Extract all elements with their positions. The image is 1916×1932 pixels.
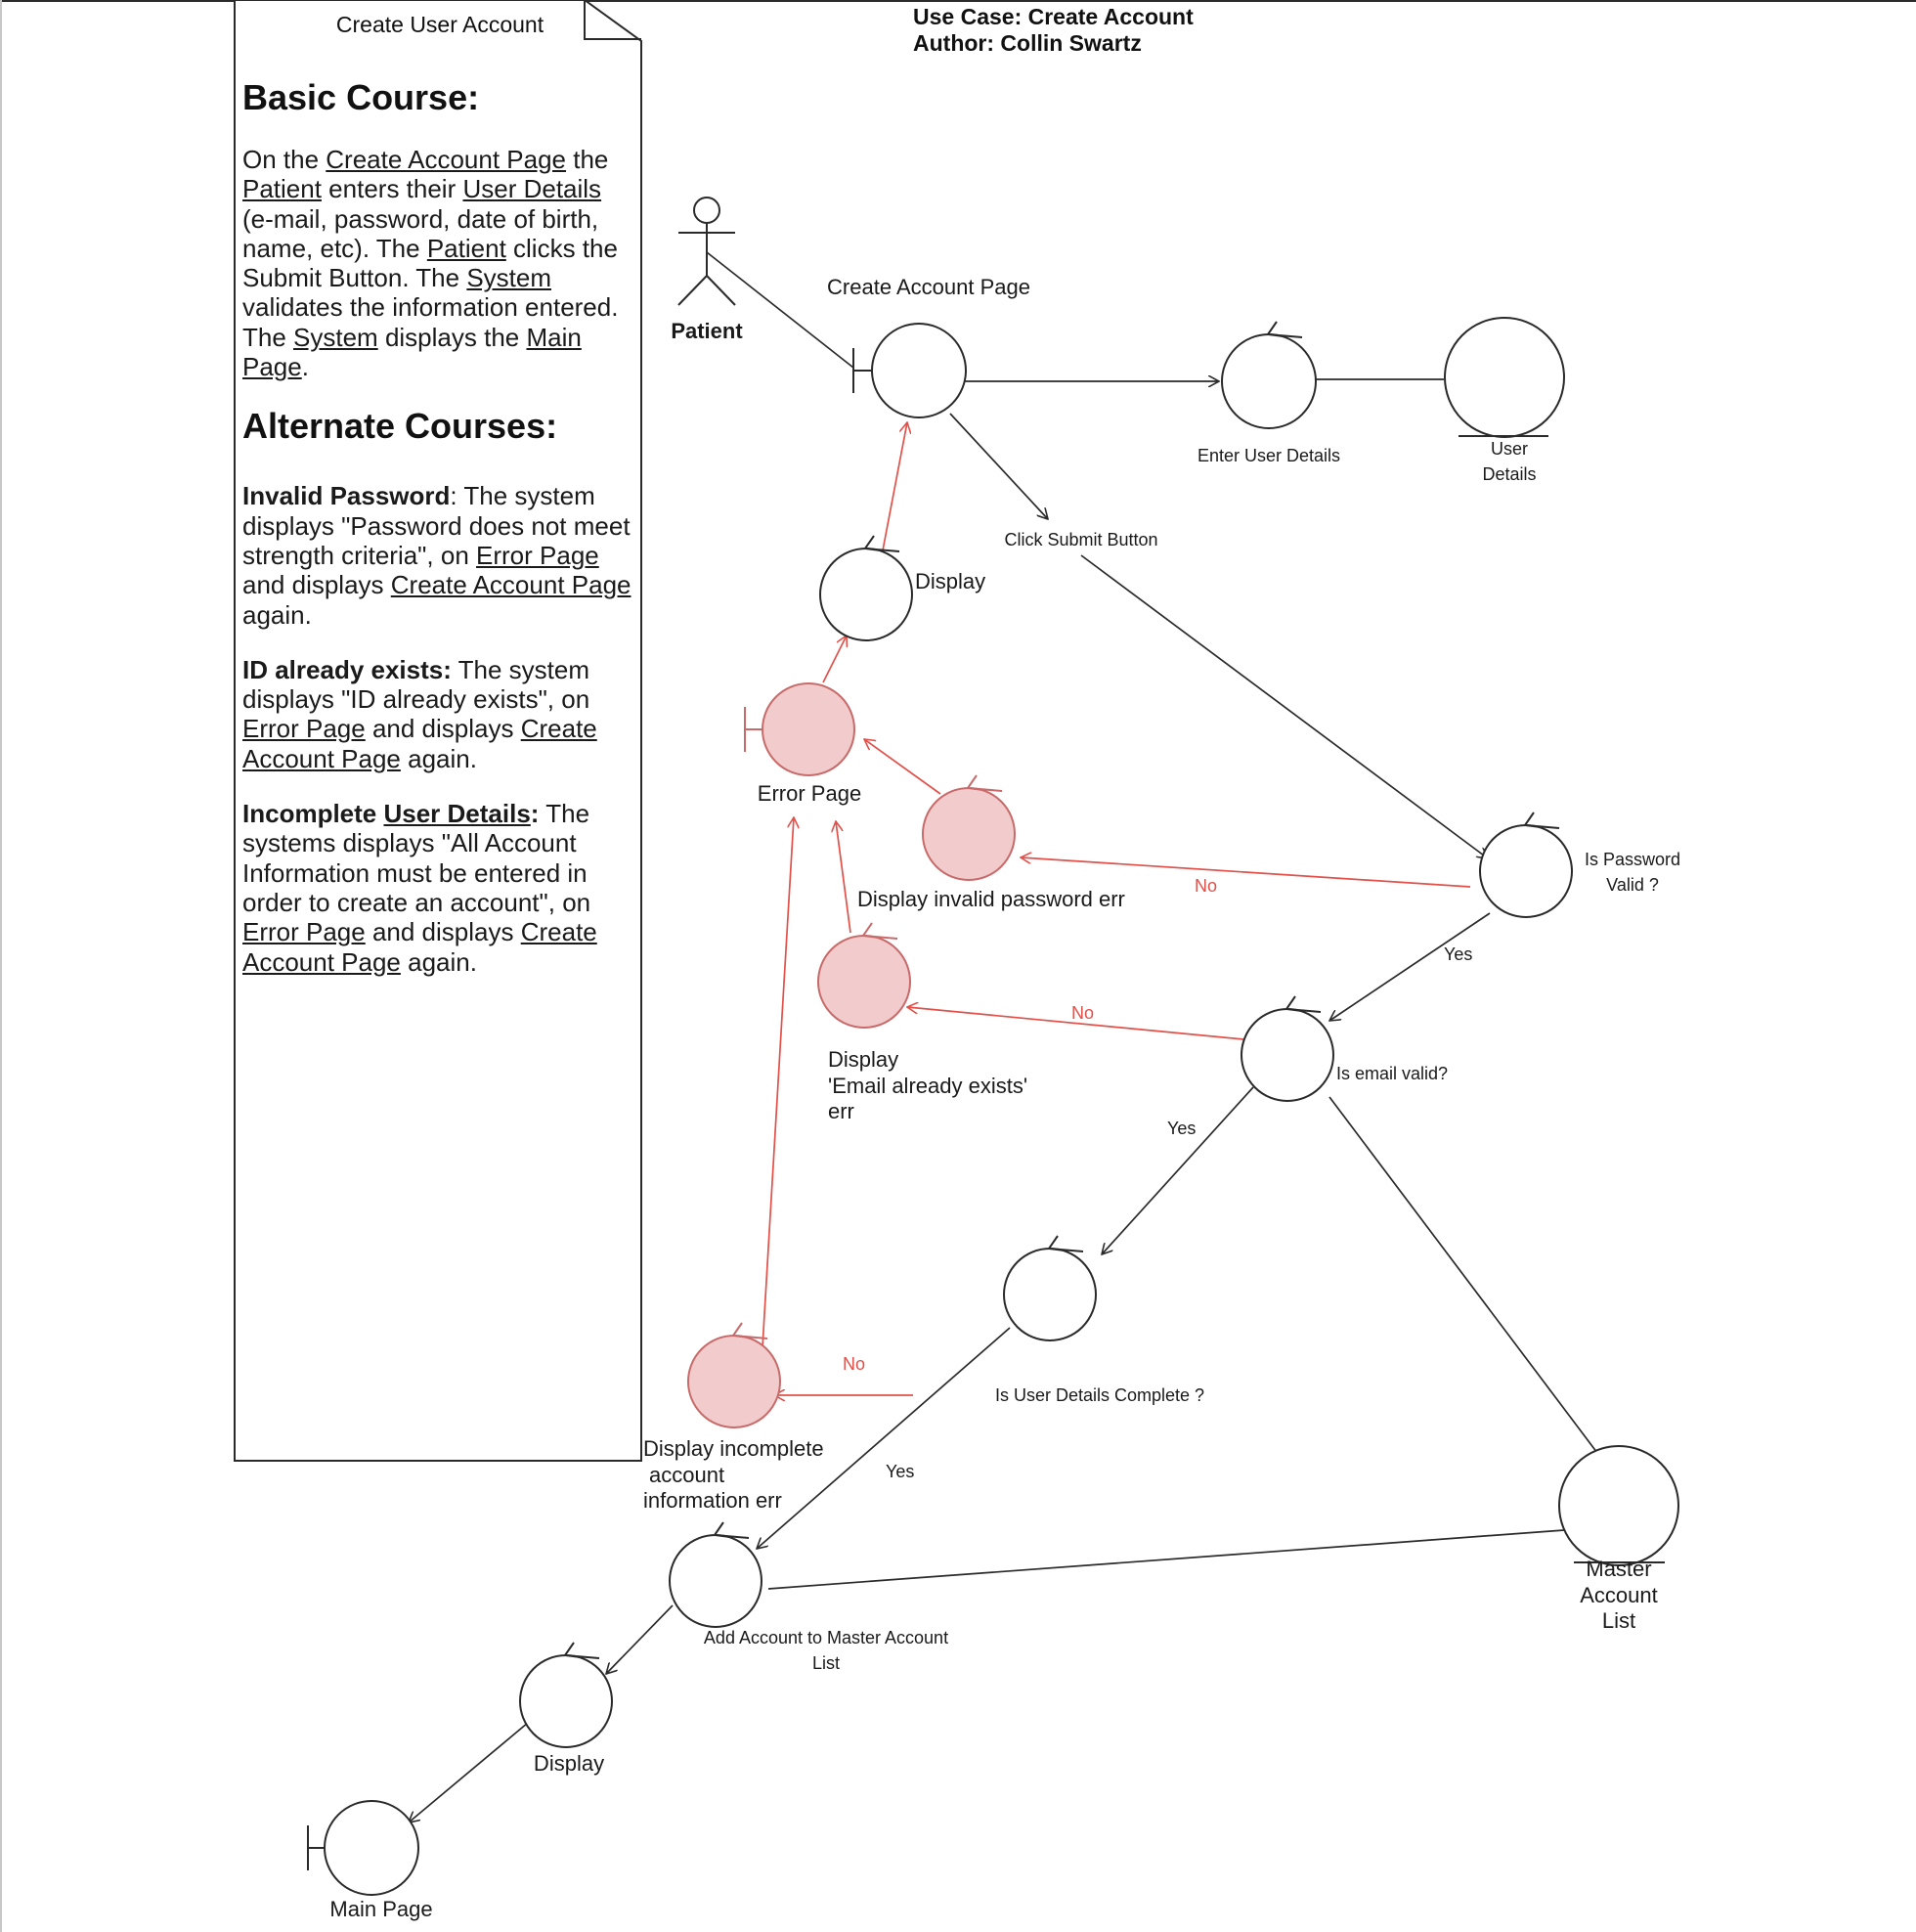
top-border [0, 0, 1916, 2]
display-top-control-icon [819, 535, 913, 641]
enter-user-details-control-icon [1221, 321, 1317, 429]
display-incomplete-label: Display incomplete account information e… [643, 1436, 824, 1513]
create-account-page-label: Create Account Page [827, 275, 1030, 299]
display-invalid-password-label: Display invalid password err [857, 887, 1125, 911]
details-complete-control-icon [1003, 1235, 1097, 1341]
is-user-details-complete-label: Is User Details Complete ? [994, 1385, 1205, 1405]
bold-underlined-term: User Details [383, 799, 531, 829]
note-fold [584, 0, 641, 40]
no-password-label: No [1195, 876, 1218, 896]
yes-password-label: Yes [1444, 944, 1473, 964]
bold-term: : [530, 799, 540, 829]
edge-patient-create-page [706, 251, 854, 369]
underlined-term: Error Page [476, 540, 599, 570]
display-top-label: Display [915, 569, 986, 593]
underlined-term: Create Account Page [242, 714, 597, 773]
yes-complete-label: Yes [886, 1462, 915, 1481]
main-page-boundary-icon [307, 1800, 419, 1896]
password-valid-control-icon [1479, 812, 1573, 918]
note-body: Basic Course: On the Create Account Page… [242, 74, 633, 1002]
click-submit-label: Click Submit Button [1004, 530, 1158, 549]
left-border [0, 0, 2, 1932]
error-page-label: Error Page [757, 781, 862, 806]
add-account-label: Add Account to Master Account List [703, 1628, 949, 1673]
underlined-term: Error Page [242, 917, 366, 947]
display-bottom-control-icon [519, 1642, 613, 1748]
is-password-valid-label: Is Password Valid ? [1584, 850, 1681, 895]
underlined-term: Patient [242, 174, 322, 204]
add-account-control-icon [669, 1521, 762, 1628]
display-email-exists-control-icon [817, 922, 911, 1029]
main-page-label: Main Page [329, 1897, 433, 1921]
underlined-term: System [293, 322, 378, 352]
edge-email-complete [1102, 1086, 1254, 1254]
edge-error-display [822, 636, 847, 683]
master-account-list-entity-icon [1558, 1445, 1679, 1566]
diagram-header: Use Case: Create Account Author: Collin … [913, 4, 1194, 57]
underlined-term: System [466, 263, 552, 293]
user-details-entity-icon [1444, 317, 1565, 438]
underlined-term: Create Account Page [242, 917, 597, 977]
is-email-valid-label: Is email valid? [1336, 1064, 1449, 1083]
yes-email-label: Yes [1167, 1119, 1197, 1138]
enter-user-details-label: Enter User Details [1197, 446, 1341, 465]
edge-click-submit-password [1080, 554, 1488, 858]
alternate-course-item: Invalid Password: The system displays "P… [242, 481, 631, 630]
edge-display-main [409, 1722, 529, 1822]
error-connectors [762, 422, 1471, 1395]
note-box [234, 0, 642, 1462]
alternate-courses-heading: Alternate Courses: [242, 406, 558, 447]
error-page-boundary-icon [744, 682, 855, 776]
edge-display-create-page [882, 422, 907, 551]
alternate-course-item: ID already exists: The system displays "… [242, 654, 597, 773]
basic-course-text: On the Create Account Page the Patient e… [242, 145, 619, 382]
edge-email-master [1328, 1096, 1598, 1454]
edge-add-master [767, 1529, 1565, 1590]
no-complete-label: No [843, 1354, 866, 1374]
edge-password-email [1329, 912, 1491, 1021]
basic-course-heading: Basic Course: [242, 77, 480, 117]
edge-complete-add [757, 1327, 1011, 1549]
note-title: Create User Account [335, 12, 544, 37]
master-account-list-label: Master Account List [1580, 1557, 1658, 1633]
alternate-course-item: Incomplete User Details: The systems dis… [242, 799, 597, 977]
bold-term: Incomplete [242, 799, 384, 829]
patient-actor-icon [677, 197, 736, 306]
underlined-term: User Details [462, 174, 602, 204]
display-email-exists-label: Display 'Email already exists' err [828, 1047, 1028, 1123]
email-valid-control-icon [1241, 995, 1334, 1102]
bold-term: ID already exists: [242, 654, 452, 684]
display-bottom-label: Display [533, 1751, 605, 1776]
user-details-label: User Details [1482, 439, 1537, 484]
edge-incomplete-error [762, 817, 794, 1348]
underlined-term: Error Page [242, 714, 366, 744]
edge-invalidpw-error [864, 739, 941, 795]
patient-label: Patient [671, 319, 743, 343]
author-line: Author: Collin Swartz [913, 30, 1142, 56]
underlined-term: Main Page [242, 322, 582, 382]
edge-password-invalidpw [1021, 857, 1471, 888]
no-email-label: No [1071, 1003, 1095, 1023]
underlined-term: Patient [426, 233, 506, 263]
underlined-term: Create Account Page [326, 145, 566, 174]
alternate-courses-list: Invalid Password: The system displays "P… [242, 481, 633, 976]
underlined-term: Create Account Page [390, 570, 631, 600]
connectors [409, 251, 1598, 1822]
display-incomplete-control-icon [687, 1322, 781, 1428]
bold-term: Invalid Password [242, 481, 451, 511]
edge-emailerr-error [836, 821, 851, 934]
edge-email-emailerr [907, 1007, 1244, 1040]
display-invalid-password-control-icon [922, 774, 1016, 881]
create-account-page-boundary-icon [852, 323, 967, 418]
edge-add-display [606, 1604, 674, 1674]
use-case-title: Use Case: Create Account [913, 4, 1194, 29]
edge-create-page-click-submit [949, 413, 1048, 519]
